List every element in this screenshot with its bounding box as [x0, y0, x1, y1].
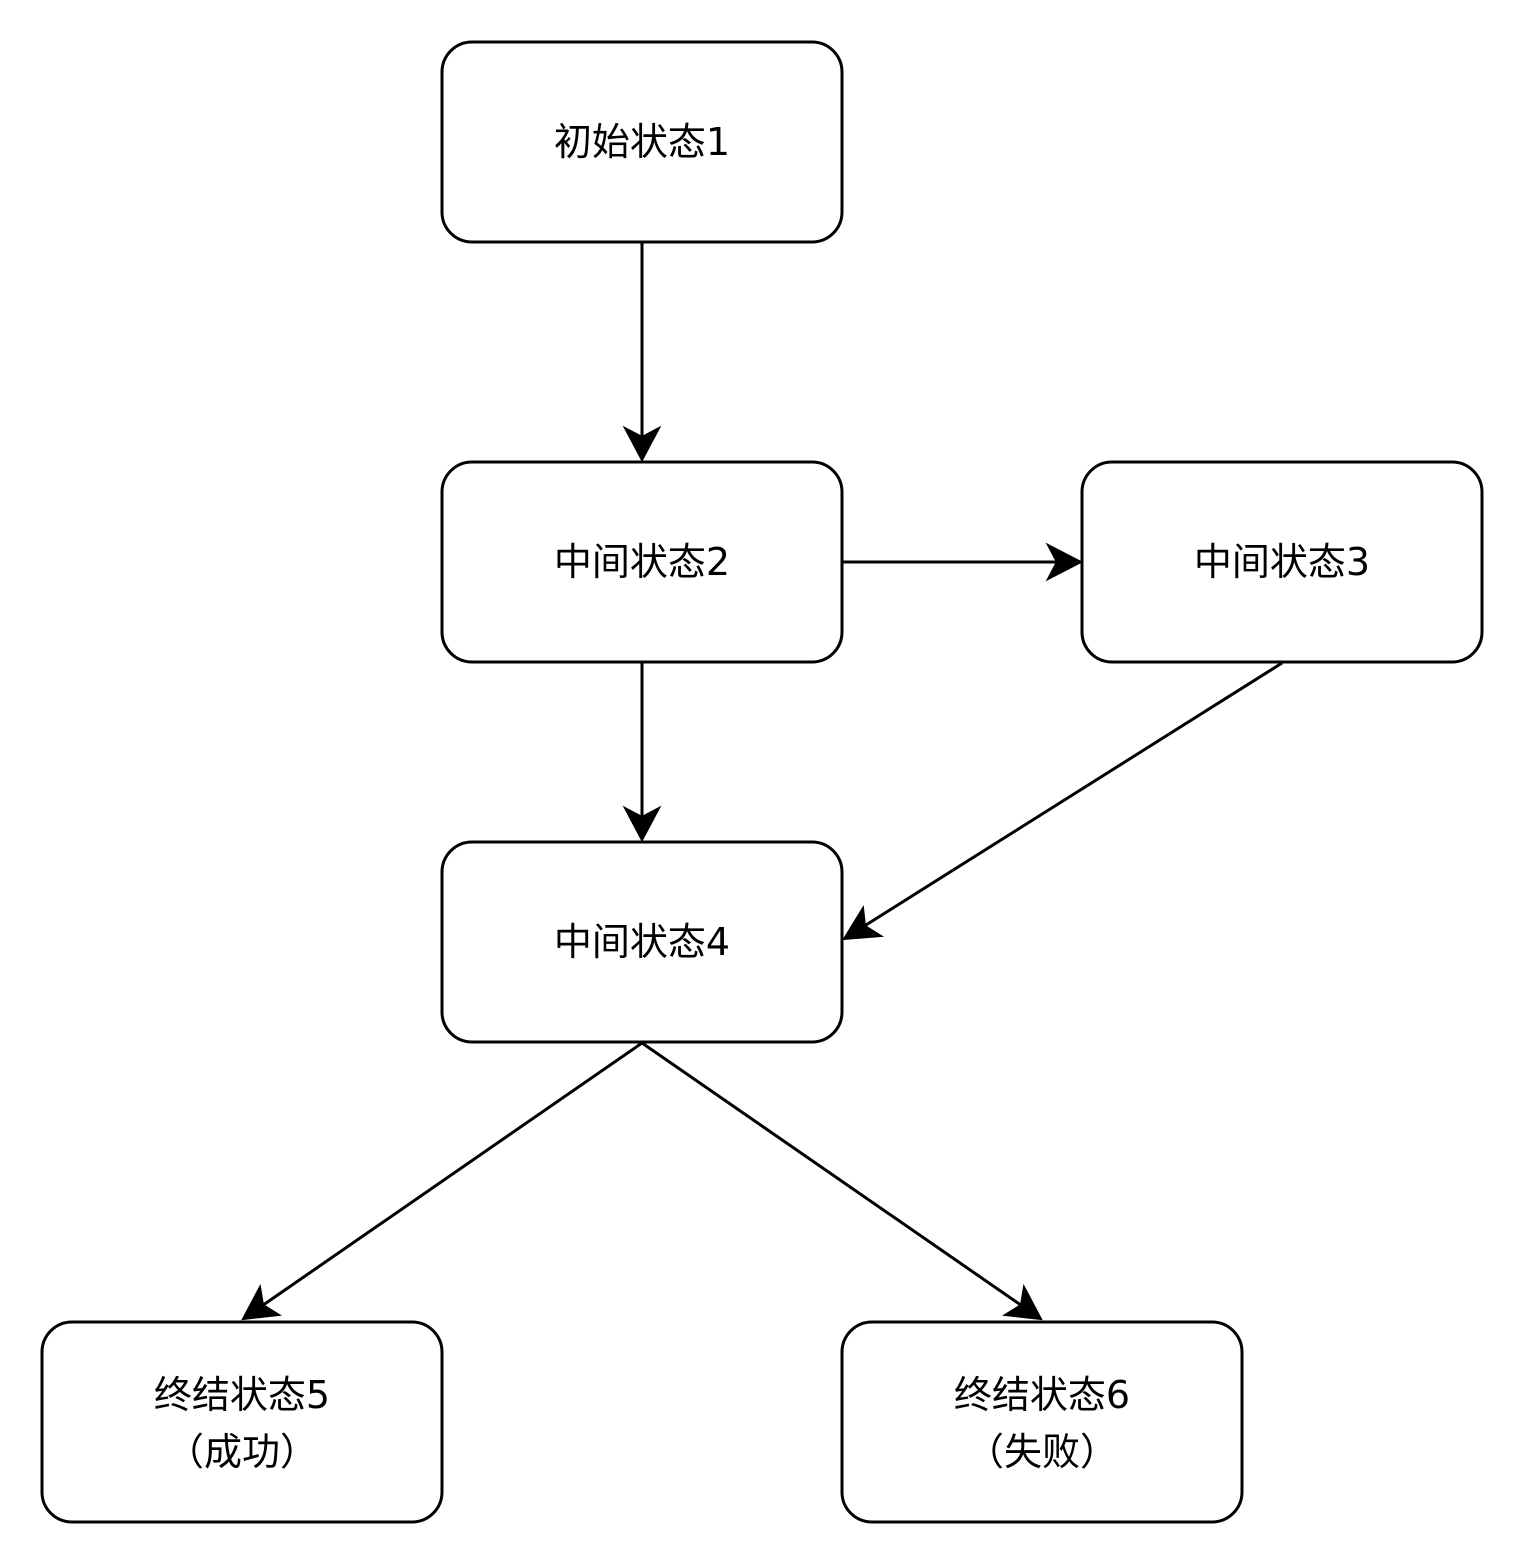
node-state5-box: [40, 1320, 444, 1524]
node-state4-label: 中间状态4: [554, 920, 730, 964]
node-state2-box: [440, 460, 844, 664]
node-state3: 中间状态3: [1080, 460, 1484, 664]
node-state2: 中间状态2: [440, 460, 844, 664]
node-state2-label: 中间状态2: [554, 540, 730, 584]
node-state6-box: [840, 1320, 1244, 1524]
edges: [241, 243, 1283, 1321]
node-state1-box: [440, 40, 844, 244]
node-state6: 终结状态6 （失败）: [840, 1320, 1244, 1524]
node-state3-box: [1080, 460, 1484, 664]
arrow-head-state4-to-state6: [1002, 1283, 1043, 1321]
edge-state3-to-state4: [857, 661, 1283, 932]
node-state1: 初始状态1: [440, 40, 844, 244]
arrow-head-state3-to-state4: [842, 904, 885, 941]
edge-state4-to-state5: [255, 1041, 643, 1312]
node-state6-label-line1: 终结状态6: [954, 1373, 1130, 1417]
node-state5-label-line2: （成功）: [166, 1430, 318, 1474]
arrow-head-state1-to-state2: [622, 425, 662, 463]
node-state6-label-line2: （失败）: [966, 1430, 1118, 1474]
node-state5-label-line1: 终结状态5: [154, 1373, 330, 1417]
node-state3-label: 中间状态3: [1194, 540, 1370, 584]
arrow-head-state4-to-state5: [241, 1283, 282, 1321]
node-state4-box: [440, 840, 844, 1044]
edge-state4-to-state6: [641, 1041, 1029, 1312]
arrow-head-state2-to-state3: [1045, 542, 1084, 582]
arrow-head-state2-to-state4: [622, 805, 662, 843]
node-state5: 终结状态5 （成功）: [40, 1320, 444, 1524]
node-state4: 中间状态4: [440, 840, 844, 1044]
node-state1-label: 初始状态1: [554, 120, 730, 164]
